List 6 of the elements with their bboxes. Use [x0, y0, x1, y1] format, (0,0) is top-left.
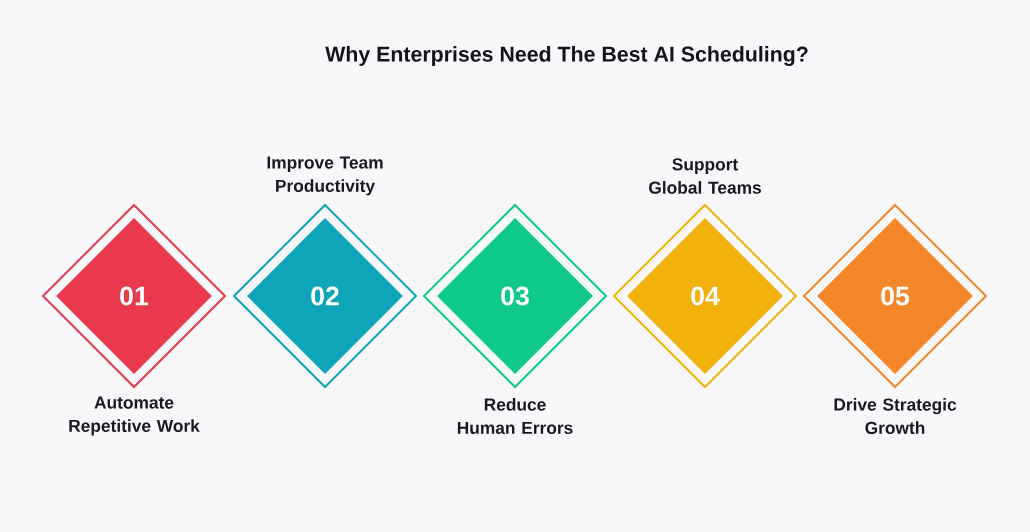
step-label: Drive Strategic Growth	[834, 397, 957, 435]
step-label: Automate Repetitive Work	[69, 396, 200, 436]
title: Why Enterprises Need The Best AI Scheduling?	[325, 46, 808, 66]
step-label: Improve Team Productivity	[267, 156, 383, 196]
step-label: Reduce Human Errors	[457, 397, 573, 435]
step-label: Support Global Teams	[649, 158, 761, 194]
